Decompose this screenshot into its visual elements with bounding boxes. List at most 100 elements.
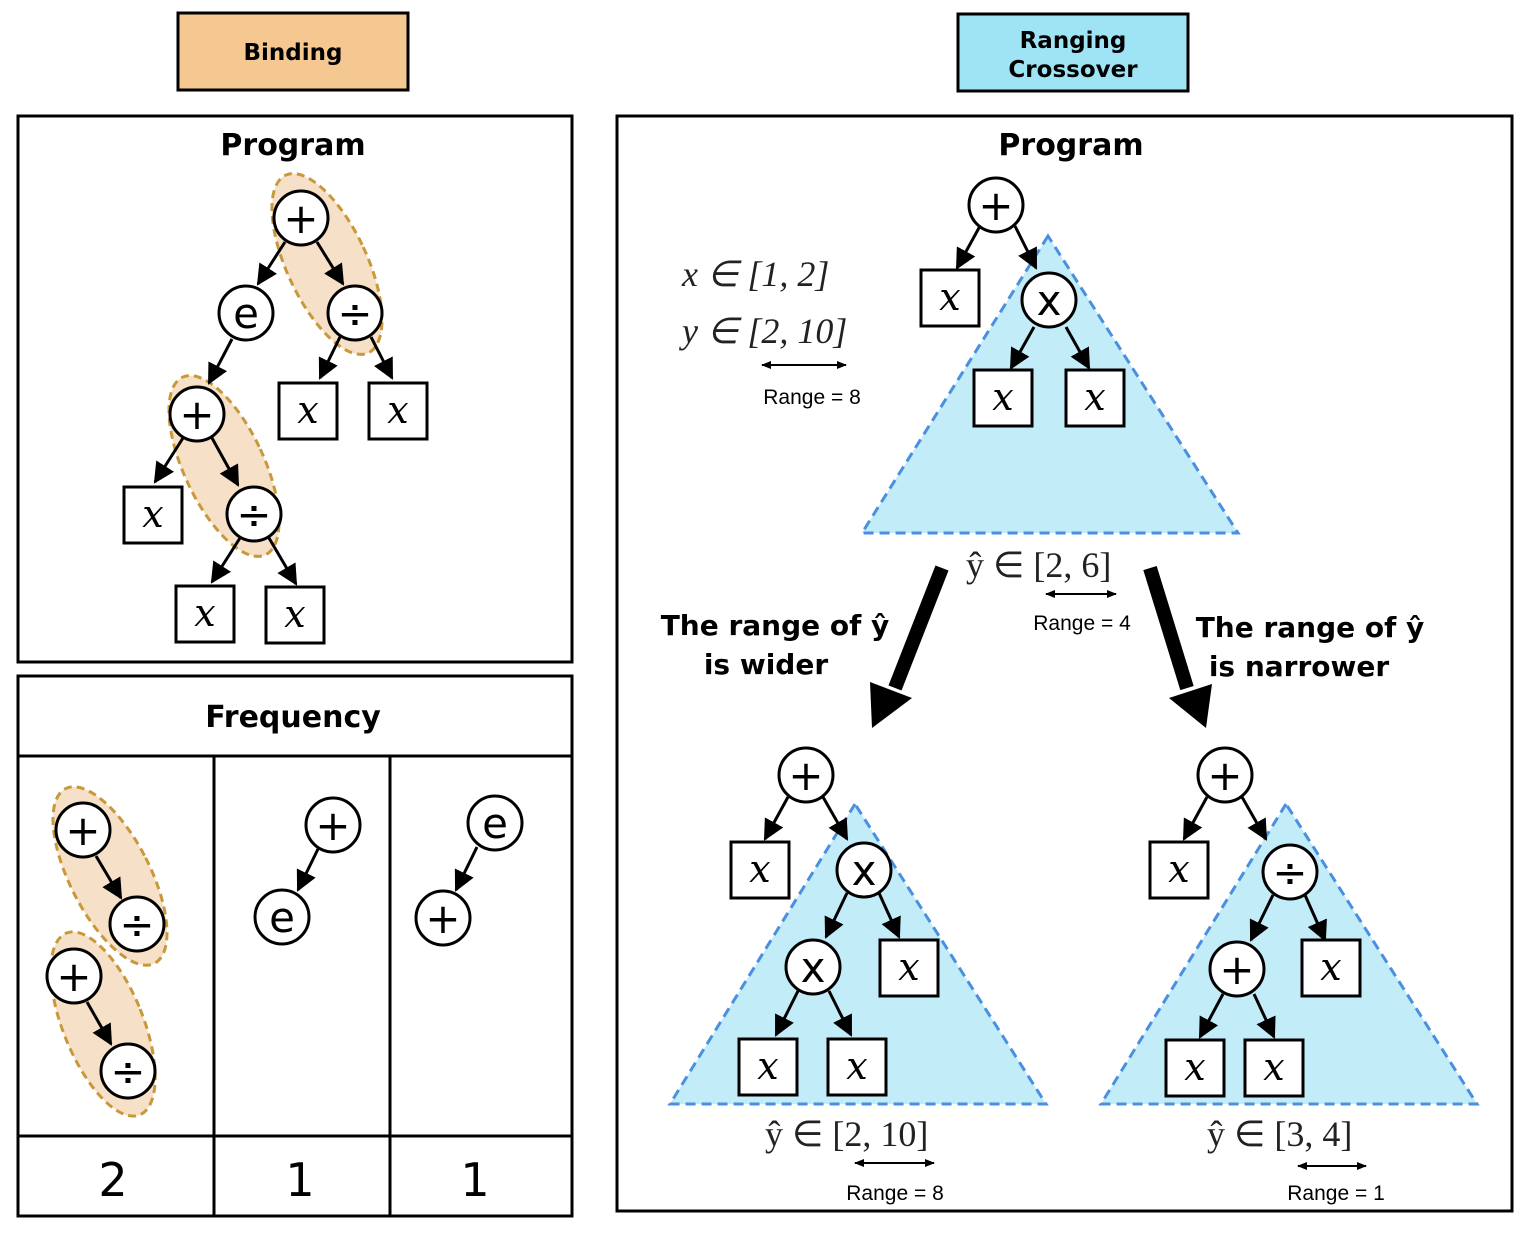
plus-node: + (304, 796, 362, 854)
plus-node: + (1196, 746, 1254, 804)
ranging-header-line2: Crossover (1008, 57, 1138, 83)
narrower-arrow (1143, 565, 1212, 728)
svg-text:x: x (1084, 375, 1105, 419)
svg-text:÷: ÷ (110, 1047, 145, 1096)
svg-text:e: e (233, 289, 259, 338)
wider-output-range: ŷ ∈ [2, 10] (765, 1114, 928, 1154)
pattern-edges (85, 846, 479, 1046)
domain-range-label: Range = 8 (763, 386, 861, 409)
tree-edges (153, 241, 394, 586)
var-leaf: x (878, 938, 940, 998)
svg-text:x: x (194, 591, 215, 635)
plus-node: + (1208, 940, 1266, 998)
var-leaf: x (972, 368, 1034, 428)
svg-text:x: x (1168, 847, 1189, 891)
ranging-crossover-header: Ranging Crossover (956, 12, 1190, 93)
svg-text:x: x (939, 275, 960, 319)
subtree-triangle (1098, 801, 1480, 1106)
wider-arrow (870, 565, 949, 728)
narrower-tree-edges (1182, 796, 1327, 1039)
var-leaf: x (1064, 368, 1126, 428)
svg-text:x: x (142, 492, 163, 536)
wider-label-line2: is wider (704, 648, 829, 681)
svg-text:+: + (179, 390, 214, 439)
narrower-label-line2: is narrower (1209, 650, 1390, 683)
svg-text:+: + (56, 952, 91, 1001)
var-leaf: x (826, 1037, 888, 1097)
svg-text:x: x (749, 847, 770, 891)
frequency-count: 1 (285, 1153, 314, 1207)
svg-text:÷: ÷ (236, 490, 271, 539)
times-node: x (835, 841, 893, 899)
divide-node: ÷ (225, 485, 283, 543)
var-leaf: x (174, 584, 236, 644)
narrower-output-range: ŷ ∈ [3, 4] (1207, 1114, 1352, 1154)
binding-program-panel: Program + e ÷ x x + x ÷ x x (16, 114, 574, 664)
plus-node: + (272, 189, 330, 247)
subtree-triangle (667, 801, 1049, 1106)
svg-text:x: x (284, 592, 305, 636)
svg-text:x: x (1037, 276, 1062, 325)
divide-node: ÷ (108, 895, 166, 953)
frequency-title: Frequency (205, 700, 381, 735)
svg-text:x: x (757, 1044, 778, 1088)
binding-program-title: Program (220, 128, 365, 163)
svg-text:÷: ÷ (337, 289, 372, 338)
var-leaf: x (1148, 840, 1210, 900)
subtree-triangle (859, 233, 1241, 535)
plus-node: + (414, 889, 472, 947)
svg-text:+: + (1207, 751, 1242, 800)
svg-text:+: + (283, 194, 318, 243)
frequency-table: Frequency + ÷ + ÷ + e e + 2 1 1 (16, 674, 574, 1218)
var-leaf: x (1243, 1038, 1305, 1098)
binding-header: Binding (176, 11, 410, 92)
wider-label-line1: The range of ŷ (661, 609, 890, 642)
svg-text:e: e (269, 893, 295, 942)
divide-node: ÷ (1261, 843, 1319, 901)
svg-text:÷: ÷ (1272, 848, 1307, 897)
svg-text:÷: ÷ (119, 900, 154, 949)
var-leaf: x (277, 381, 339, 441)
var-leaf: x (122, 485, 184, 545)
svg-text:x: x (1263, 1045, 1284, 1089)
domain-y: y ∈ [2, 10] (679, 311, 847, 351)
exp-node: e (253, 888, 311, 946)
divide-node: ÷ (326, 284, 384, 342)
binding-header-label: Binding (244, 40, 343, 66)
svg-text:+: + (425, 894, 460, 943)
plus-node: + (168, 385, 226, 443)
var-leaf: x (1164, 1038, 1226, 1098)
svg-text:+: + (315, 801, 350, 850)
svg-text:x: x (852, 846, 877, 895)
ranging-program-title: Program (998, 128, 1143, 163)
var-leaf: x (367, 381, 429, 441)
var-leaf: x (737, 1037, 799, 1097)
narrower-label-line1: The range of ŷ (1196, 611, 1425, 644)
svg-text:x: x (1184, 1045, 1205, 1089)
exp-node: e (466, 794, 524, 852)
svg-text:x: x (898, 945, 919, 989)
plus-node: + (967, 176, 1025, 234)
exp-node: e (217, 284, 275, 342)
svg-text:x: x (992, 375, 1013, 419)
wider-tree-edges (763, 796, 901, 1037)
svg-text:x: x (801, 943, 826, 992)
var-leaf: x (919, 268, 981, 328)
svg-text:+: + (1219, 945, 1254, 994)
parent-tree-edges (955, 225, 1091, 370)
var-leaf: x (264, 585, 326, 645)
plus-node: + (54, 801, 112, 859)
svg-text:x: x (297, 388, 318, 432)
narrower-range-label: Range = 1 (1287, 1182, 1385, 1205)
var-leaf: x (729, 840, 791, 900)
plus-node: + (777, 746, 835, 804)
times-node: x (784, 938, 842, 996)
plus-node: + (45, 947, 103, 1005)
svg-text:+: + (788, 751, 823, 800)
ranging-crossover-panel: Program x ∈ [1, 2] y ∈ [2, 10] Range = 8… (615, 114, 1514, 1213)
domain-x: x ∈ [1, 2] (681, 254, 829, 294)
divide-node: ÷ (99, 1042, 157, 1100)
ranging-header-line1: Ranging (1020, 28, 1127, 54)
parent-output-range: ŷ ∈ [2, 6] (966, 545, 1111, 585)
